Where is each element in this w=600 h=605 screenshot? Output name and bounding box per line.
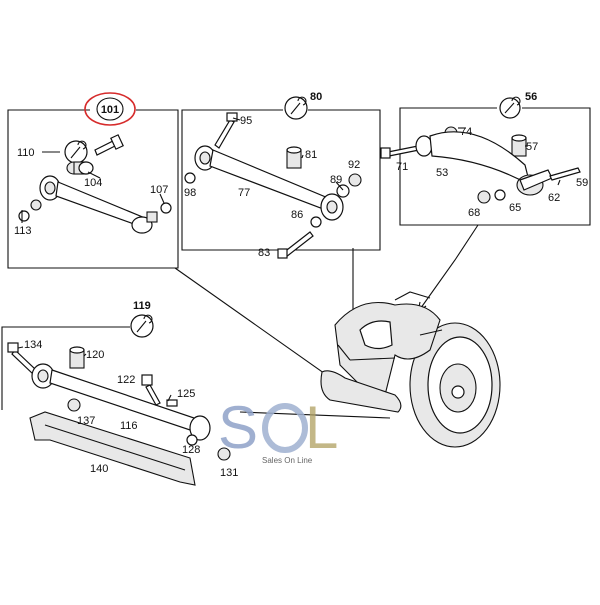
label-137: 137 <box>77 415 95 427</box>
label-128: 128 <box>182 444 200 456</box>
label-95: 95 <box>240 115 252 127</box>
label-113: 113 <box>14 225 32 237</box>
badge-119: 119 <box>133 300 151 312</box>
label-77: 77 <box>238 187 250 199</box>
label-89: 89 <box>330 174 342 186</box>
label-83: 83 <box>258 247 270 259</box>
label-140: 140 <box>90 463 108 475</box>
wrench-icon <box>130 314 154 338</box>
label-107: 107 <box>150 184 168 196</box>
group-119: 119 134 120 122 125 137 116 140 <box>1 300 238 486</box>
label-81: 81 <box>305 149 317 161</box>
badge-80: 80 <box>310 91 322 103</box>
label-122: 122 <box>117 374 135 386</box>
wrench-icon <box>499 96 521 119</box>
label-116: 116 <box>120 420 138 432</box>
label-62: 62 <box>548 192 560 204</box>
group-56: 56 74 71 57 53 59 62 68 65 <box>380 91 591 226</box>
label-104: 104 <box>84 177 102 189</box>
label-110: 110 <box>17 147 35 159</box>
label-120: 120 <box>86 349 104 361</box>
label-53: 53 <box>436 167 448 179</box>
label-74: 74 <box>460 126 472 138</box>
label-68: 68 <box>468 207 480 219</box>
label-134: 134 <box>24 339 42 351</box>
label-86: 86 <box>291 209 303 221</box>
label-59: 59 <box>576 177 588 189</box>
watermark-letter-l: L <box>305 394 338 461</box>
badge-56: 56 <box>525 91 537 103</box>
label-125: 125 <box>177 388 195 400</box>
watermark-logo: S L Sales On Line <box>218 394 338 465</box>
wheel-hub-assembly <box>320 291 501 448</box>
group-80: 80 95 81 98 77 92 89 86 83 <box>181 91 381 259</box>
wrench-icon <box>284 96 308 120</box>
label-92: 92 <box>348 159 360 171</box>
group-101: 101 110 104 113 107 <box>7 92 179 269</box>
label-98: 98 <box>184 187 196 199</box>
label-71: 71 <box>396 161 408 173</box>
wrench-icon <box>64 140 88 164</box>
label-131: 131 <box>220 467 238 479</box>
badge-101: 101 <box>101 104 119 116</box>
highlight-circle <box>84 92 136 126</box>
watermark-tagline: Sales On Line <box>262 456 313 465</box>
label-57: 57 <box>526 141 538 153</box>
label-65: 65 <box>509 202 521 214</box>
